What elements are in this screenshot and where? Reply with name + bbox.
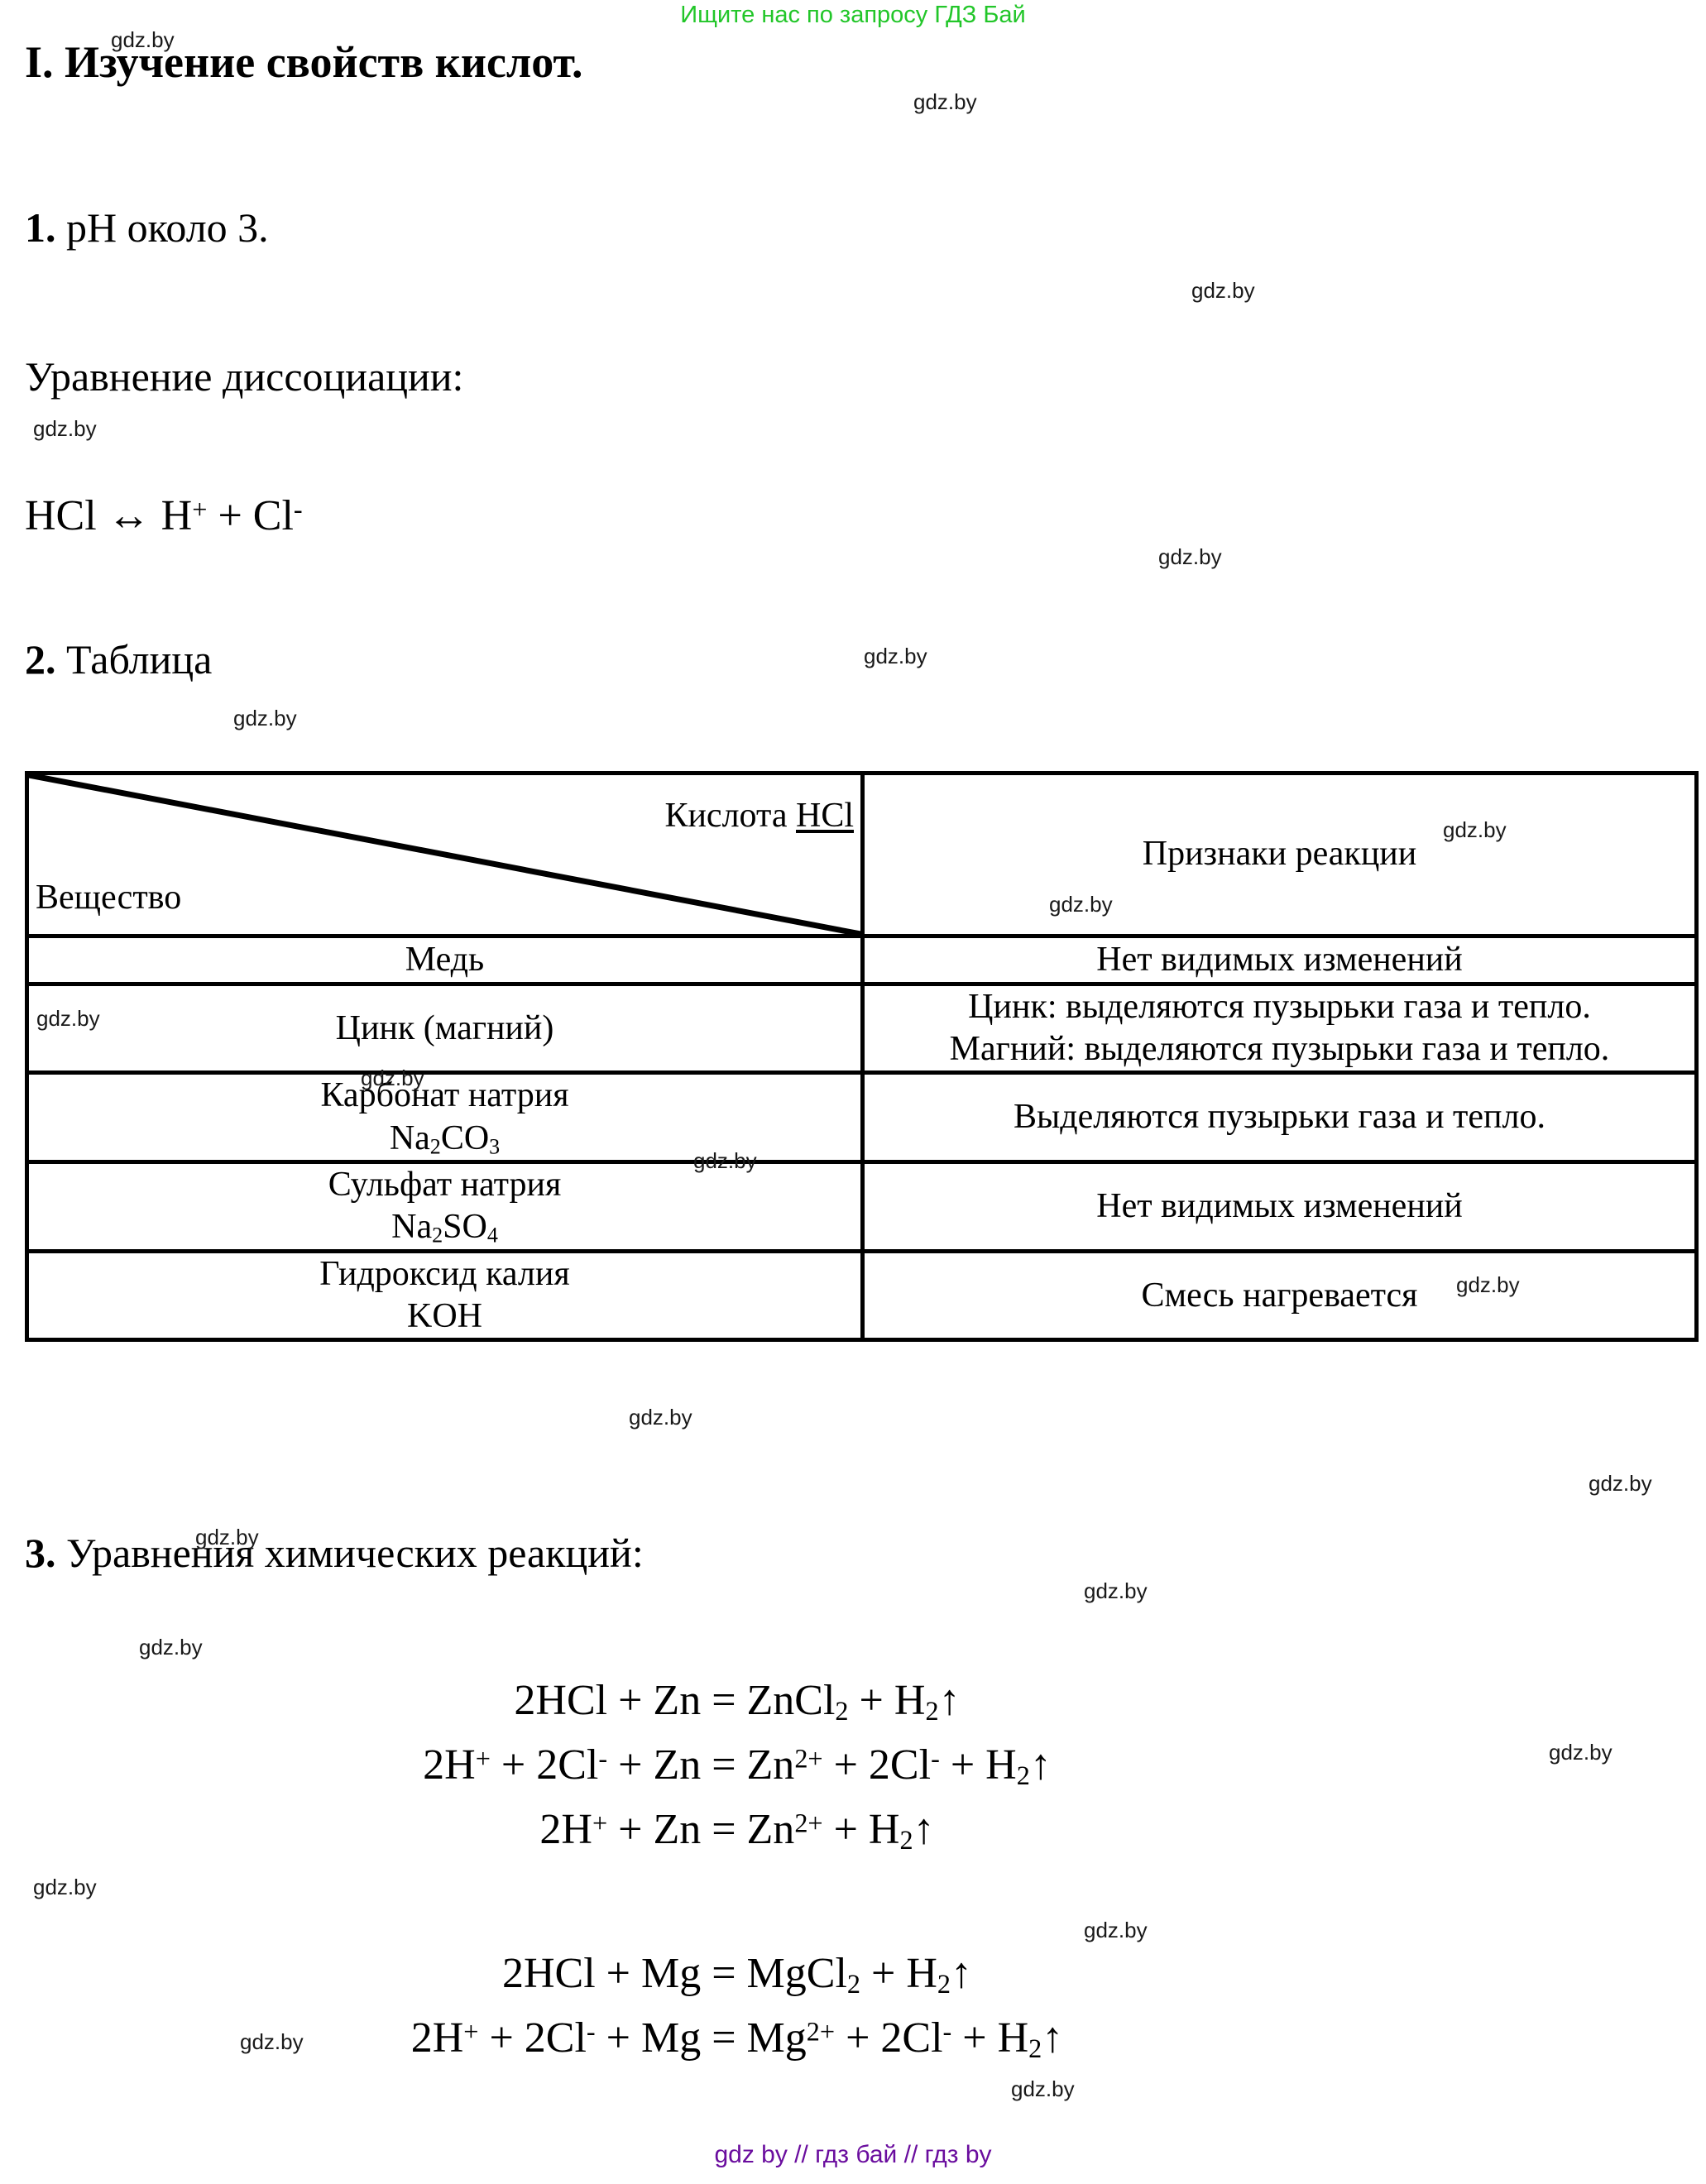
equation-magnesium-molecular: 2HCl + Mg = MgCl2 + H2↑ [501,1950,973,2000]
cell-substance: Цинк (магний) [25,981,865,1075]
cell-substance: Сульфат натрия Na2SO4 [25,1160,865,1253]
watermark-gdz-22: gdz.by [1011,2076,1075,2101]
dissociation-equation: HCl ↔ H+ + Cl- [25,492,303,539]
item-1-number: 1. [25,204,56,251]
item-2-table: 2. Таблица [25,639,212,680]
table-header-row: Кислота HCl Вещество Признаки реакции [25,771,1699,938]
table-row: Цинк (магний) Цинк: выделяются пузырьки … [25,981,1699,1075]
watermark-gdz-0: gdz.by [111,27,175,52]
item-1-text: pH около 3. [55,204,269,251]
signs-line-1: Смесь нагревается [1141,1276,1418,1315]
corner-substance-label: Вещество [36,878,182,917]
table-row: Карбонат натрия Na2CO3 Выделяются пузырь… [25,1070,1699,1165]
cell-signs: Цинк: выделяются пузырьки газа и тепло. … [860,981,1699,1075]
properties-table: Кислота HCl Вещество Признаки реакции Ме… [25,771,1699,1343]
equation-magnesium-full-ionic: 2H+ + 2Cl- + Mg = Mg2+ + 2Cl- + H2↑ [410,2014,1064,2064]
substance-name: Цинк (магний) [335,1008,554,1047]
corner-acid-text: Кислота [664,797,796,835]
cell-signs: Смесь нагревается [860,1248,1699,1343]
equation-zinc-net-ionic: 2H+ + Zn = Zn2+ + H2↑ [539,1806,935,1856]
watermark-gdz-10: gdz.by [361,1066,424,1090]
item-3-number: 3. [25,1530,56,1576]
signs-line-1: Нет видимых изменений [1096,940,1463,979]
watermark-gdz-18: gdz.by [1549,1740,1613,1765]
watermark-gdz-7: gdz.by [1443,817,1507,842]
substance-formula: Na2SO4 [391,1208,498,1248]
watermark-gdz-13: gdz.by [629,1405,692,1430]
item-3-text: Уравнения химических реакций: [55,1530,644,1576]
watermark-gdz-8: gdz.by [1049,892,1113,917]
corner-header-cell: Кислота HCl Вещество [25,771,865,938]
table-row: Медь Нет видимых изменений [25,934,1699,986]
watermark-gdz-5: gdz.by [864,644,927,668]
signs-line-1: Цинк: выделяются пузырьки газа и тепло. [968,988,1591,1026]
watermark-gdz-6: gdz.by [233,706,297,730]
table-row: Сульфат натрия Na2SO4 Нет видимых измене… [25,1160,1699,1253]
substance-formula: KOH [407,1297,482,1336]
signs-line-1: Нет видимых изменений [1096,1186,1463,1225]
watermark-gdz-19: gdz.by [33,1875,97,1899]
watermark-gdz-3: gdz.by [33,416,97,441]
item-2-number: 2. [25,636,56,682]
substance-formula: Na2CO3 [389,1118,501,1159]
substance-name: Сульфат натрия [328,1166,562,1205]
watermark-gdz-4: gdz.by [1158,544,1222,569]
watermark-gdz-20: gdz.by [1084,1918,1148,1942]
corner-acid-label: Кислота HCl [664,795,854,837]
promo-banner: Ищите нас по запросу ГДЗ Бай [680,2,1026,28]
dissociation-label: Уравнение диссоциации: [25,353,464,400]
cell-substance: Медь [25,934,865,986]
watermark-gdz-9: gdz.by [36,1006,100,1031]
equation-zinc-molecular: 2HCl + Zn = ZnCl2 + H2↑ [514,1677,961,1727]
watermark-gdz-2: gdz.by [1191,278,1255,303]
site-footer: gdz by // гдз бай // гдз by [714,2141,992,2168]
signs-line-2: Магний: выделяются пузырьки газа и тепло… [949,1030,1610,1069]
watermark-gdz-15: gdz.by [195,1525,259,1549]
item-3-equations: 3. Уравнения химических реакций: [25,1532,644,1573]
equation-zinc-full-ionic: 2H+ + 2Cl- + Zn = Zn2+ + 2Cl- + H2↑ [423,1741,1052,1791]
table-row: Гидроксид калия KOH Смесь нагревается [25,1248,1699,1343]
watermark-gdz-1: gdz.by [913,89,977,114]
watermark-gdz-17: gdz.by [139,1635,203,1660]
watermark-gdz-14: gdz.by [1589,1471,1652,1496]
watermark-gdz-11: gdz.by [693,1148,757,1173]
cell-substance: Гидроксид калия KOH [25,1248,865,1343]
watermark-gdz-21: gdz.by [240,2029,304,2054]
diagonal-divider-icon [29,775,860,934]
cell-signs: Нет видимых изменений [860,934,1699,986]
item-1-ph: 1. pH около 3. [25,207,269,248]
item-2-text: Таблица [55,636,213,682]
cell-signs: Выделяются пузырьки газа и тепло. [860,1070,1699,1165]
cell-signs: Нет видимых изменений [860,1160,1699,1253]
substance-name: Карбонат натрия [320,1076,569,1115]
page-title: I. Изучение свойств кислот. [25,37,583,87]
substance-name: Гидроксид калия [319,1254,570,1293]
signs-line-1: Выделяются пузырьки газа и тепло. [1013,1098,1545,1137]
watermark-gdz-16: gdz.by [1084,1578,1148,1603]
corner-acid-formula: HCl [795,797,854,835]
cell-substance: Карбонат натрия Na2CO3 [25,1070,865,1165]
substance-name: Медь [405,940,485,979]
watermark-gdz-12: gdz.by [1456,1272,1520,1297]
column-header-signs: Признаки реакции [860,771,1699,938]
